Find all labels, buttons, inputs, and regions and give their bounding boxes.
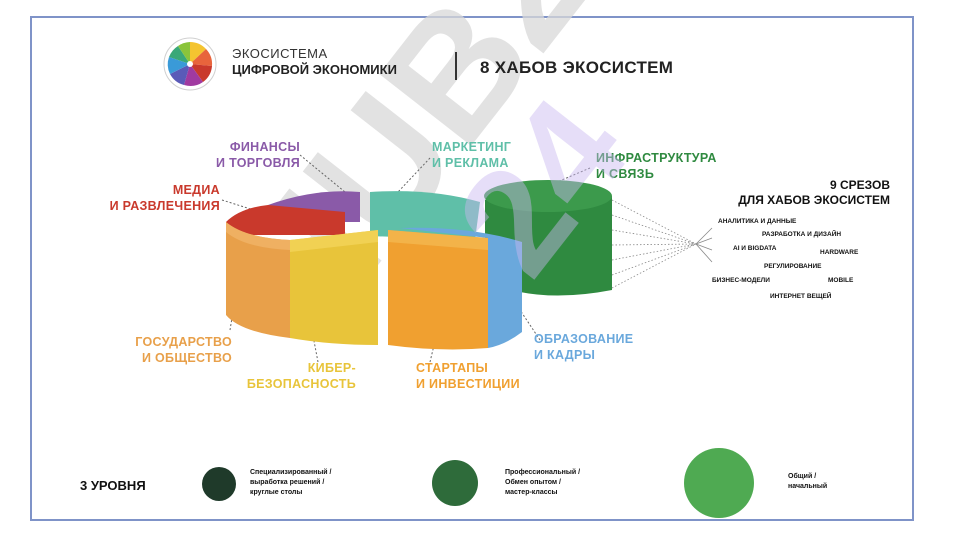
pie-top-infrastructure xyxy=(484,180,612,212)
slice-item: HARDWARE xyxy=(820,249,859,256)
pie-slice-startups xyxy=(388,230,488,350)
slice-item: MOBILE xyxy=(828,277,854,284)
levels-label: 3 УРОВНЯ xyxy=(80,478,146,493)
pie-slice-education xyxy=(400,227,522,348)
slice-item: ИНТЕРНЕТ ВЕЩЕЙ xyxy=(770,293,832,300)
slices-fan-lines xyxy=(611,199,697,289)
header-divider xyxy=(455,52,457,80)
slice-item: РЕГУЛИРОВАНИЕ xyxy=(764,263,822,270)
level-text-specialized: Специализированный /выработка решений /к… xyxy=(250,469,332,496)
logo-icon xyxy=(163,37,217,91)
pie-slice-marketing xyxy=(370,191,480,240)
level-circle-professional xyxy=(432,460,478,506)
slice-item: АНАЛИТИКА И ДАННЫЕ xyxy=(718,218,797,225)
slice-item: БИЗНЕС-МОДЕЛИ xyxy=(712,277,770,284)
logo-line2: ЦИФРОВОЙ ЭКОНОМИКИ xyxy=(232,62,397,77)
level-circle-specialized xyxy=(202,467,236,501)
pie-slice-cyber xyxy=(290,230,378,345)
level-text-professional: Профессиональный /Обмен опытом /мастер-к… xyxy=(505,469,581,496)
pie-slice-government xyxy=(226,222,290,338)
slice-item: AI И BIGDATA xyxy=(733,245,777,252)
hub-label-cyber: КИБЕР-БЕЗОПАСНОСТЬ xyxy=(246,361,356,391)
pie-slice-media xyxy=(226,205,345,235)
page-title: 8 ХАБОВ ЭКОСИСТЕМ xyxy=(480,58,674,77)
level-text-general: Общий /начальный xyxy=(788,473,828,490)
logo-line1: ЭКОСИСТЕМА xyxy=(232,46,328,61)
slice-item: РАЗРАБОТКА И ДИЗАЙН xyxy=(762,231,842,238)
level-circle-general xyxy=(684,448,754,518)
